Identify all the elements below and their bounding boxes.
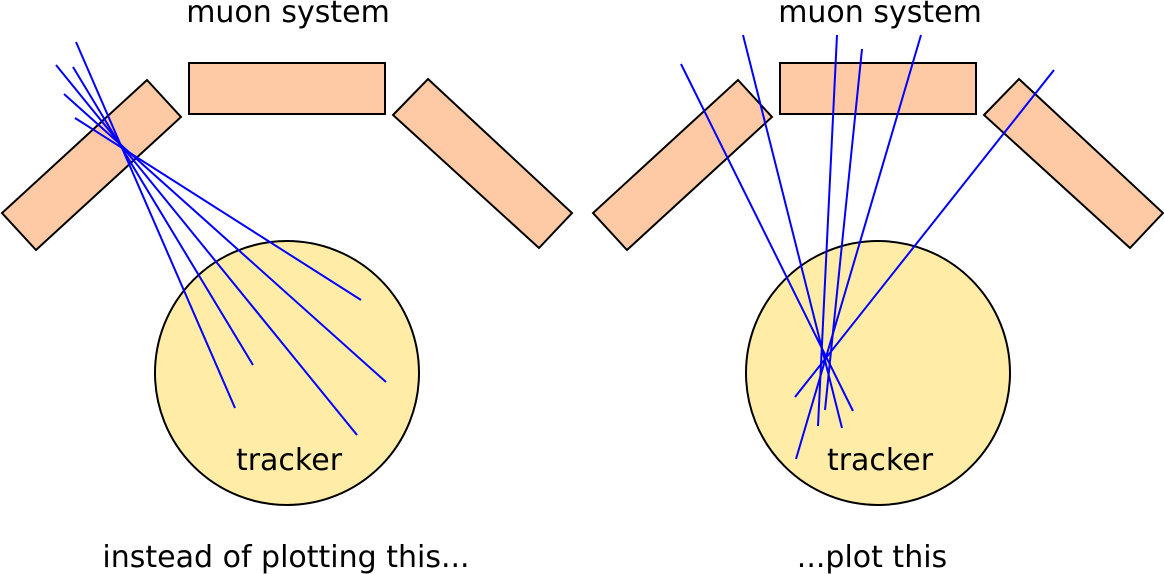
right-tracker-label: tracker bbox=[827, 443, 934, 478]
right-muon-tracks bbox=[680, 34, 1055, 460]
right-track-2 bbox=[742, 34, 843, 429]
left-track-3 bbox=[55, 64, 358, 436]
left-muon-chamber-right bbox=[391, 77, 574, 250]
left-track-2 bbox=[72, 66, 254, 366]
right-track-6 bbox=[794, 69, 1055, 398]
right-muon-chamber-top bbox=[779, 62, 977, 115]
right-muon-chamber-right bbox=[982, 77, 1164, 250]
left-track-1 bbox=[75, 41, 236, 409]
left-track-4 bbox=[63, 93, 387, 383]
right-track-5 bbox=[795, 34, 922, 460]
right-track-1 bbox=[680, 63, 854, 412]
left-muon-tracks bbox=[55, 41, 387, 436]
left-tracker bbox=[154, 240, 420, 506]
left-tracker-label: tracker bbox=[236, 443, 343, 478]
right-muon-system-label: muon system bbox=[778, 0, 982, 30]
left-muon-system-label: muon system bbox=[186, 0, 390, 30]
right-caption: ...plot this bbox=[797, 540, 947, 574]
right-muon-chamber-left bbox=[591, 78, 774, 252]
left-muon-chamber-top bbox=[188, 62, 386, 115]
right-track-3 bbox=[817, 34, 838, 427]
right-panel: muon system tracker ...plot this bbox=[591, 0, 1164, 574]
left-panel: muon system tracker instead of plotting … bbox=[0, 0, 574, 574]
left-caption: instead of plotting this... bbox=[102, 540, 469, 574]
left-muon-chamber-left bbox=[0, 78, 183, 252]
left-track-5 bbox=[74, 117, 362, 301]
